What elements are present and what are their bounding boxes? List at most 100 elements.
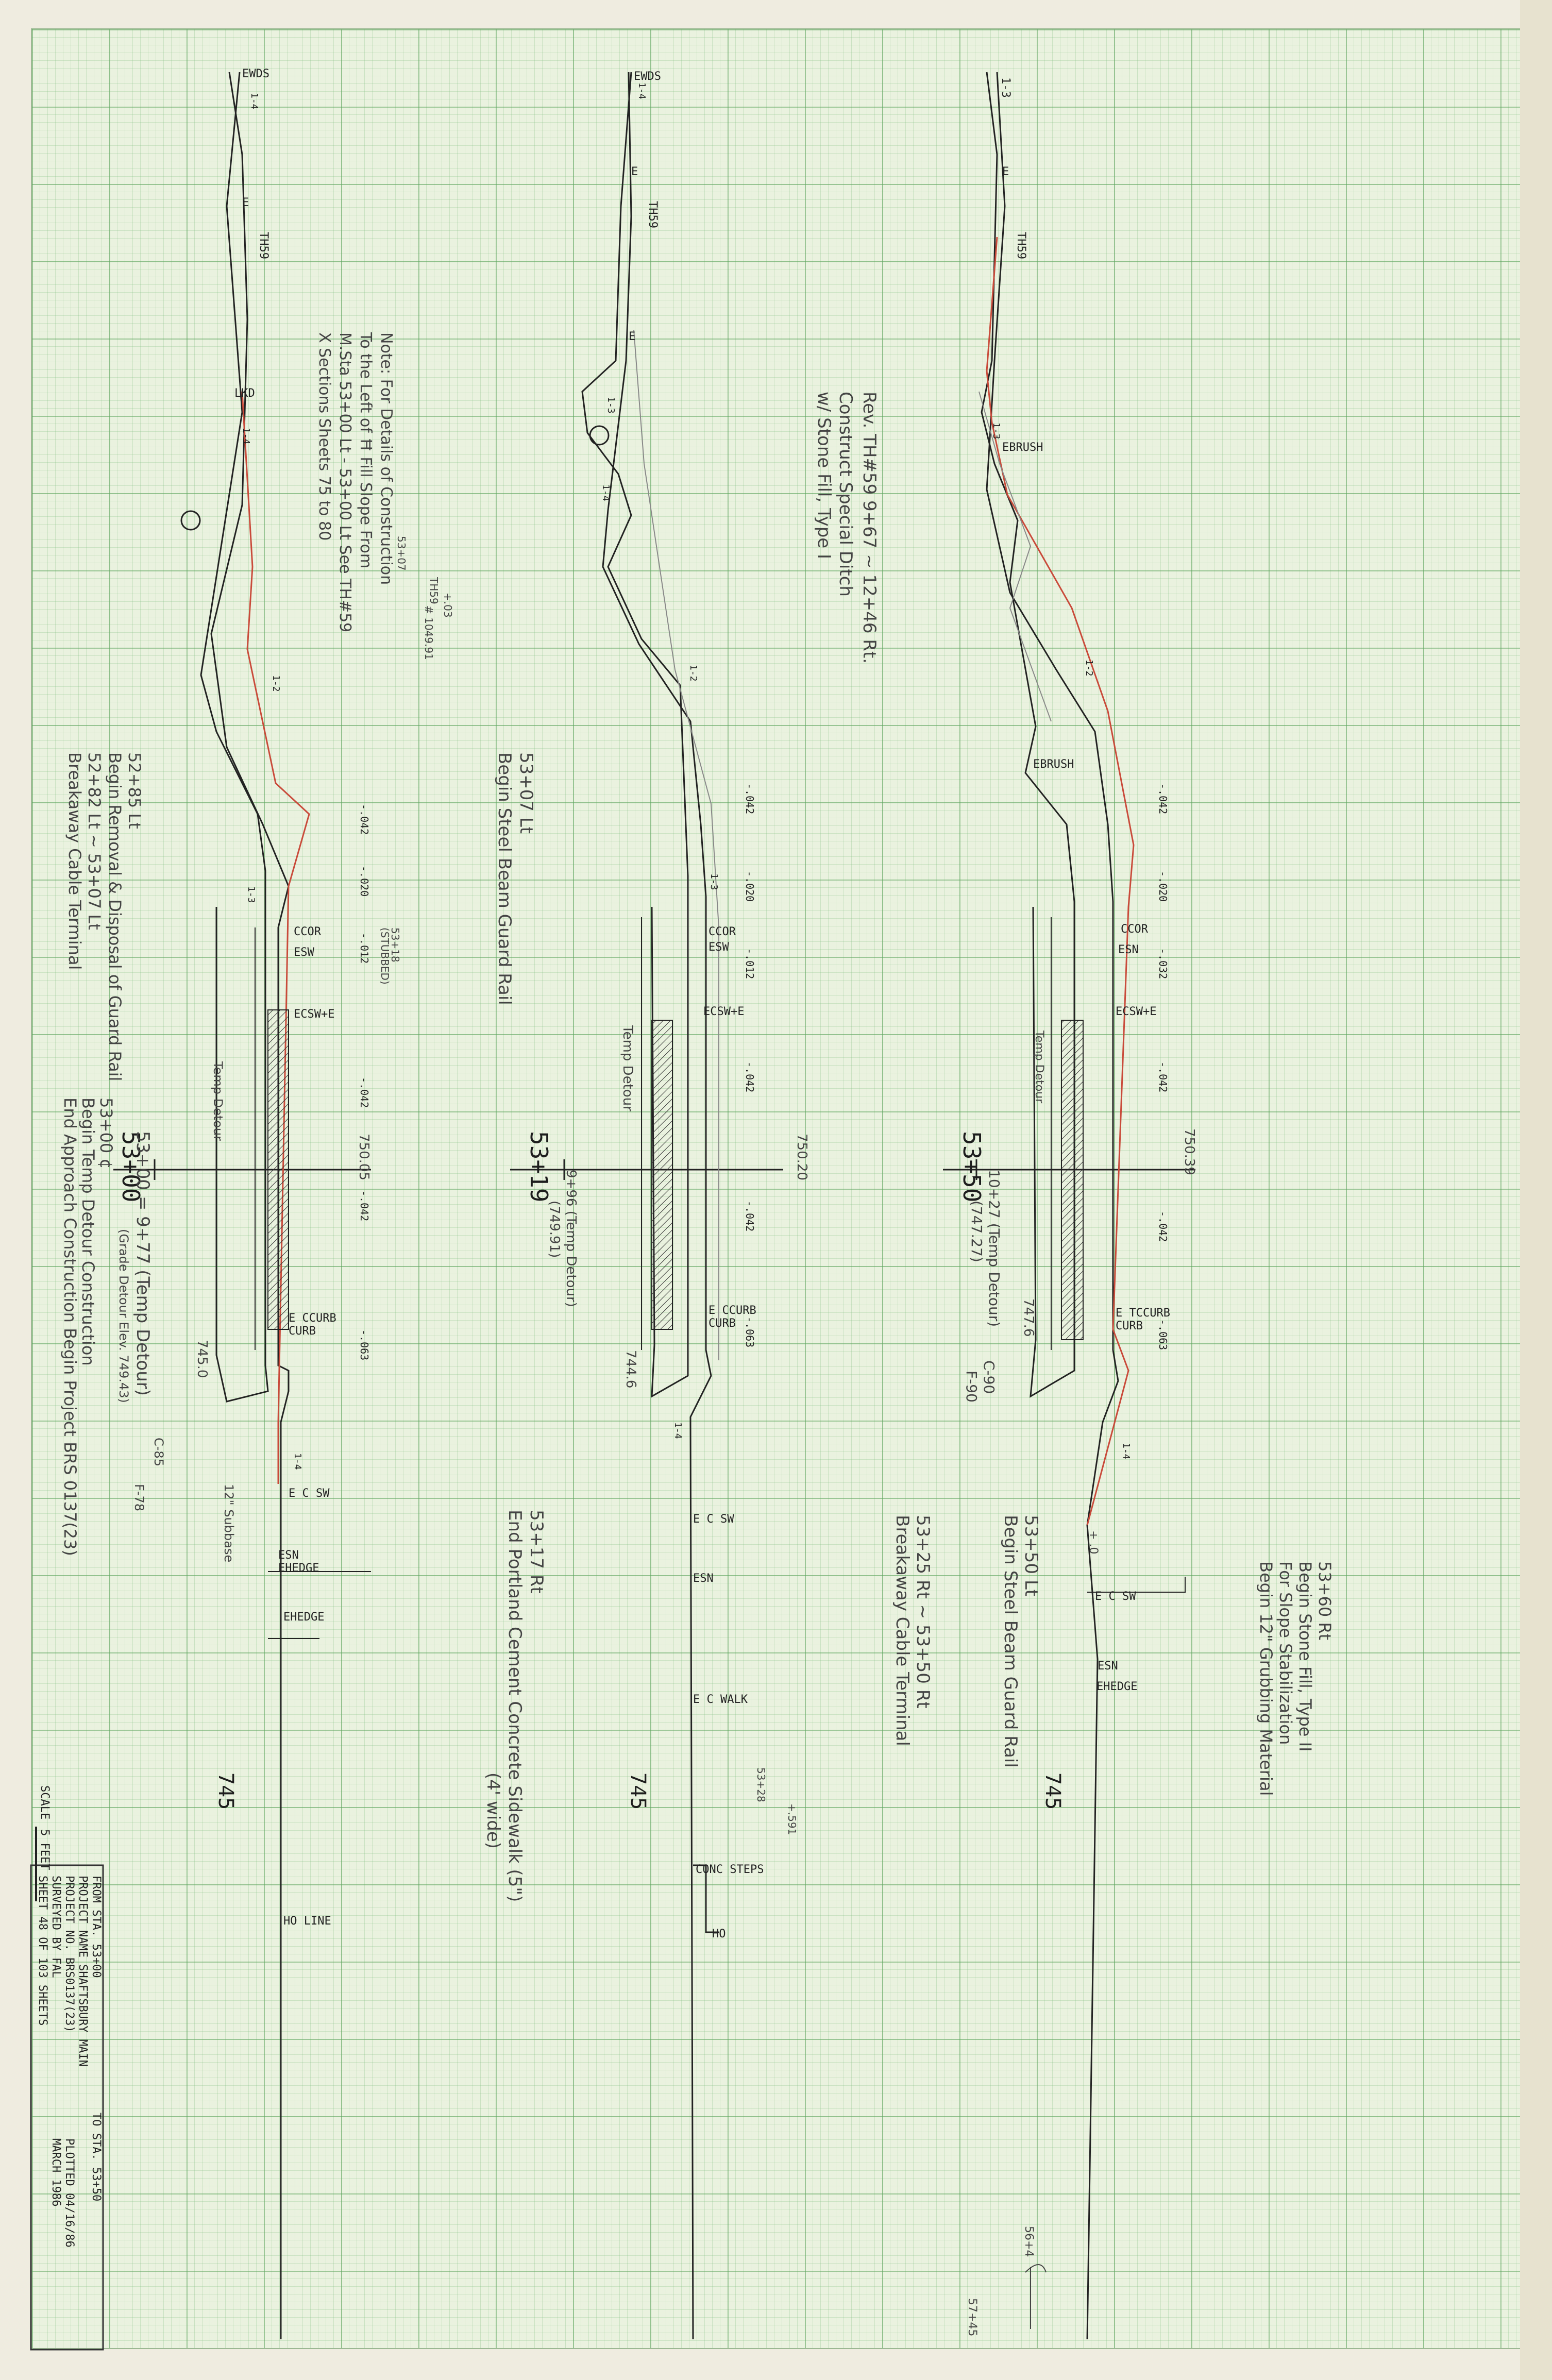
offset-label: -.020 — [1157, 871, 1169, 902]
offset-label: -.063 — [744, 1316, 756, 1347]
code-label: E — [242, 196, 249, 209]
section-53-19: EWDS E TH59 E CCOR ESW ECSW+E E CCURB CU… — [483, 70, 809, 2340]
fill-label: F-90 — [963, 1371, 980, 1403]
note-line: Begin Stone Fill, Type II — [1295, 1561, 1315, 1752]
side-note-line: To the Left of Ħ Fill Slope From — [357, 332, 375, 568]
elevation-label: 750.05 — [356, 1134, 372, 1180]
code-label: ESW — [708, 941, 729, 954]
note-line: End Portland Cement Concrete Sidewalk (5… — [504, 1510, 525, 1902]
template-line — [200, 72, 269, 1403]
note-line: Temp Detour — [620, 1025, 635, 1111]
grade-elevation: 745 — [1041, 1773, 1065, 1810]
code-label: ESN — [278, 1549, 299, 1562]
note-line: 53+17 Rt — [526, 1510, 547, 1594]
ground-line — [210, 72, 290, 2339]
offset-label: -.012 — [744, 948, 756, 979]
code-label: HO — [712, 1928, 726, 1940]
note-line: Temp Detour — [1033, 1030, 1045, 1104]
section-53-00: EWDS E TH59 LKD CCOR ESW ECSW+E E CCURB … — [60, 67, 454, 2339]
code-label: CURB — [289, 1325, 316, 1338]
code-label: E C SW — [693, 1513, 734, 1526]
revised-line — [241, 391, 310, 1484]
code-label: TH59 — [646, 201, 659, 228]
code-label: EBRUSH — [1002, 441, 1043, 454]
code-label: EWDS — [242, 67, 269, 80]
note-line: Rev. TH#59 9+67 ~ 12+46 Rt. — [859, 392, 880, 664]
elevation-label: 747.6 — [1021, 1298, 1036, 1337]
code-label: 1-3 — [999, 77, 1012, 98]
misc-label: + .0 — [1087, 1530, 1100, 1554]
existing-line — [979, 391, 1052, 722]
title-surveyed: SURVEYED BY FAL — [49, 1876, 62, 1978]
note-line: (747.27) — [968, 1201, 985, 1262]
title-survey-date: MARCH 1986 — [49, 2138, 62, 2206]
note-line: Breakaway Cable Terminal — [892, 1515, 913, 1746]
cut-label: C-90 — [981, 1360, 998, 1394]
offset-label: -.020 — [744, 871, 756, 902]
grade-elevation: 745 — [214, 1773, 238, 1810]
slope-label: 1-2 — [688, 665, 699, 682]
slope-label: 1-3 — [991, 423, 1002, 440]
station-label: 53+50 — [958, 1131, 986, 1202]
misc-label: 53+07 — [395, 536, 408, 571]
note-line: 52+82 Lt ~ 53+07 Lt — [85, 752, 104, 930]
title-plotted: PLOTTED 04/16/86 — [63, 2138, 76, 2248]
code-label: EBRUSH — [1033, 758, 1074, 771]
code-label: E — [1002, 165, 1009, 178]
misc-label: 57+45 — [966, 2298, 979, 2336]
code-label: E C SW — [289, 1487, 330, 1500]
misc-label: +.03 — [442, 593, 454, 618]
ground-line — [986, 72, 1119, 2340]
ground-line — [602, 72, 712, 2340]
note-line: Construct Special Ditch — [835, 392, 856, 597]
elevation-label: 750.20 — [794, 1134, 809, 1180]
offset-label: -.063 — [1157, 1319, 1169, 1350]
note-line: Begin Removal & Disposal of Guard Rail — [105, 752, 125, 1081]
note-line: 10+27 (Temp Detour) — [986, 1170, 1003, 1327]
note-line: For Slope Stabilization — [1276, 1561, 1295, 1745]
code-label: CONC STEPS — [696, 1863, 764, 1876]
note-line: 9+96 (Temp Detour) — [563, 1170, 579, 1307]
step-line — [693, 1864, 719, 1933]
misc-label: # 1049.91 — [423, 605, 435, 660]
section-53-50: 1-3 E TH59 EBRUSH EBRUSH CCOR ESN ECSW+E… — [814, 72, 1335, 2340]
grade-elevation: 745 — [626, 1773, 650, 1810]
slope-label: 1-2 — [271, 675, 281, 692]
code-label: ESW — [294, 946, 314, 959]
offset-label: -.042 — [1157, 1211, 1169, 1242]
misc-label: 56+4 — [1022, 2226, 1035, 2257]
code-label: EWDS — [634, 70, 661, 83]
slope-label: 1-4 — [672, 1422, 683, 1439]
code-label: E C WALK — [693, 1693, 748, 1706]
offset-label: -.020 — [358, 866, 370, 897]
code-label: E — [631, 165, 638, 178]
code-label: CURB — [708, 1317, 736, 1330]
note-line: 53+07 Lt — [516, 752, 536, 834]
station-label: 53+00 — [117, 1131, 145, 1202]
offset-label: -.032 — [1157, 948, 1169, 979]
edge-tick — [1087, 1577, 1186, 1593]
note-line: 12" Subbase — [222, 1484, 236, 1562]
code-label: ESN — [693, 1572, 714, 1585]
title-project-no: PROJECT NO. BRS0137(23) — [63, 1876, 76, 2033]
cut-label: C-85 — [151, 1438, 166, 1466]
title-from-sta: FROM STA. 53+00 — [90, 1876, 103, 1978]
code-label: ECSW+E — [703, 1005, 744, 1018]
misc-label: 53+28 — [755, 1767, 767, 1802]
note-line: (4' wide) — [483, 1773, 503, 1849]
sidewalk-hatch — [651, 1020, 673, 1330]
code-label: E C SW — [1095, 1590, 1136, 1603]
code-label: LKD — [234, 387, 255, 400]
offset-label: -.042 — [744, 1061, 756, 1092]
note-line: End Approach Construction Begin Project … — [60, 1098, 80, 1556]
offset-label: -.042 — [1157, 1061, 1169, 1092]
slope-label: 1-4 — [292, 1453, 303, 1470]
note-line: 53+25 Rt ~ 53+50 Rt — [913, 1515, 933, 1709]
offset-label: -.042 — [744, 1201, 756, 1231]
slope-label: 1-3 — [605, 397, 616, 414]
sidewalk-hatch — [267, 1009, 289, 1330]
tree-symbol — [180, 510, 201, 531]
template-line — [581, 72, 689, 1398]
tree-symbol — [589, 425, 610, 446]
